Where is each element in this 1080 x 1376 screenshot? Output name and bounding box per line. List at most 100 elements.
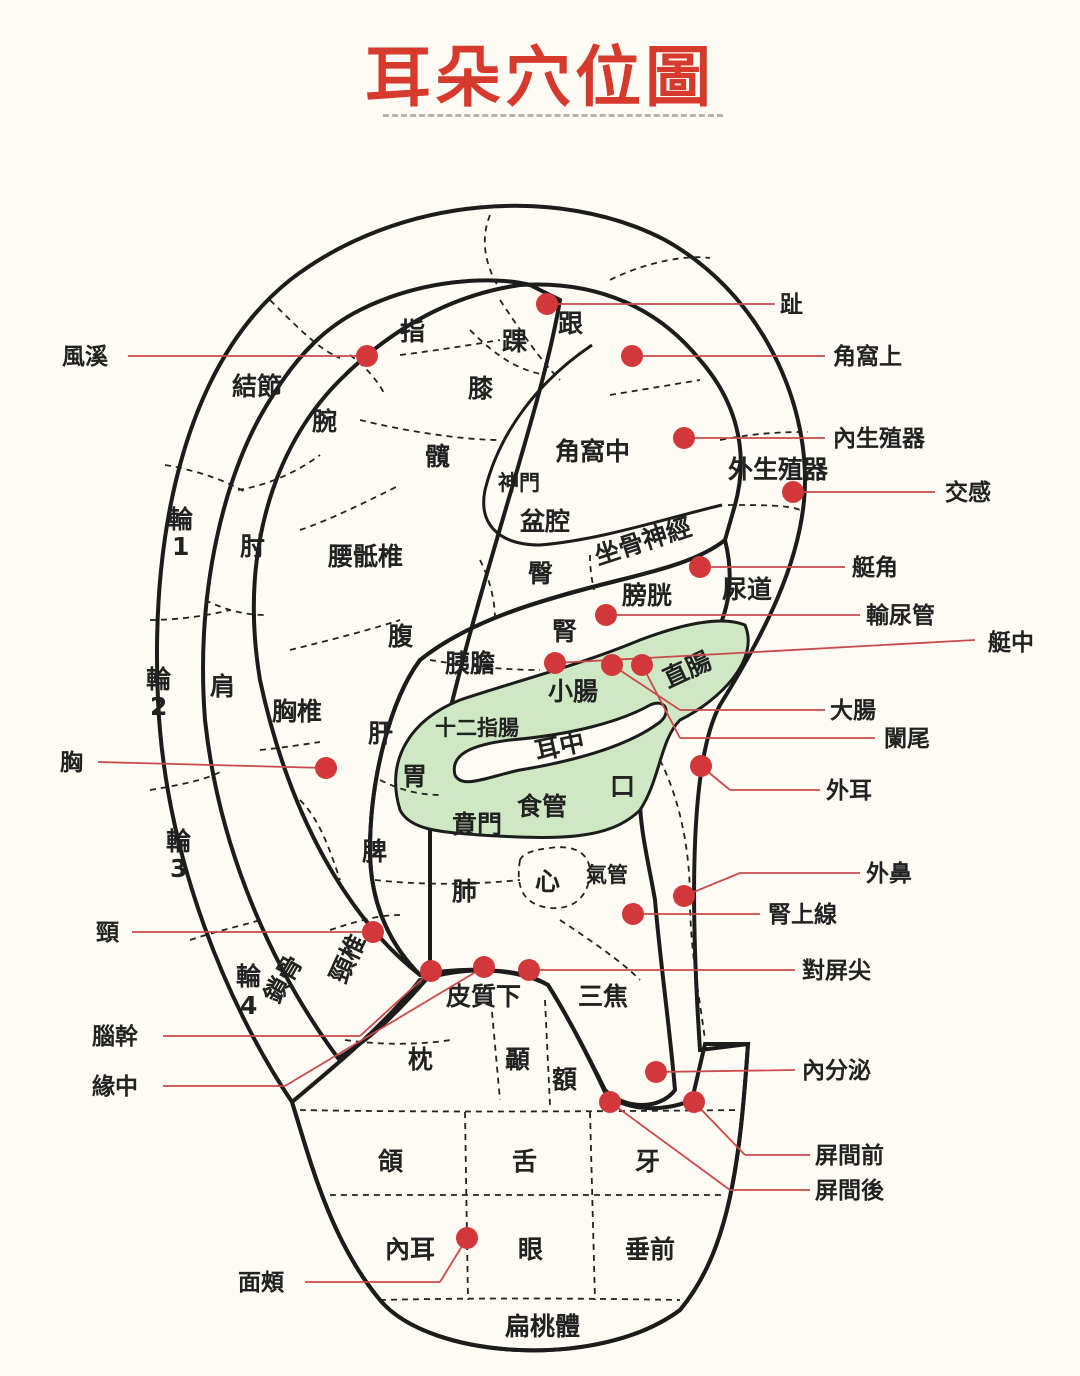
zone-lun4a: 輪 — [236, 962, 262, 991]
zone-lun3a: 輪 — [166, 827, 192, 856]
zone-nie: 顳 — [505, 1045, 530, 1074]
zone-zhen: 枕 — [408, 1045, 433, 1074]
dashed-dividers — [149, 214, 809, 1301]
callout-tingzhong: 艇中 — [988, 629, 1034, 656]
zone-xiaochang: 小腸 — [548, 677, 598, 706]
zone-shenmen: 神門 — [498, 471, 540, 495]
dot-naogan[interactable] — [420, 960, 442, 982]
zone-qiguan: 氣管 — [586, 863, 628, 887]
zone-he: 頜 — [378, 1147, 404, 1176]
dot-xiong[interactable] — [315, 757, 337, 779]
zone-benmen: 賁門 — [452, 810, 502, 839]
zone-lun1b: 1 — [172, 532, 189, 561]
dot-lanwei[interactable] — [631, 654, 653, 676]
callout-pingjianhou: 屏間後 — [815, 1177, 885, 1204]
callout-naogan: 腦幹 — [92, 1023, 139, 1050]
callout-labels: 趾 角窩上 內生殖器 交感 艇角 輸尿管 艇中 大腸 闌尾 外耳 外鼻 腎上線 … — [60, 292, 1034, 1296]
dot-tingzhong[interactable] — [544, 652, 566, 674]
dot-pingjianhou[interactable] — [599, 1091, 621, 1113]
callout-pingjianqian: 屏間前 — [815, 1142, 884, 1169]
callout-jing: 頸 — [96, 920, 120, 946]
zone-jiaowozhong: 角窩中 — [555, 437, 630, 466]
zone-pi: 脾 — [362, 837, 387, 866]
dot-neifenmi[interactable] — [645, 1061, 667, 1083]
zone-neier: 內耳 — [385, 1235, 435, 1264]
dot-neishengzhiqi[interactable] — [673, 427, 695, 449]
zone-she: 舌 — [512, 1147, 537, 1176]
zone-huai: 踝 — [502, 327, 528, 356]
zone-ya: 牙 — [635, 1147, 660, 1176]
dot-waier[interactable] — [690, 755, 712, 777]
triangular-fossa — [482, 343, 723, 547]
zone-shierzhichang: 十二指腸 — [435, 716, 519, 740]
dot-waibi[interactable] — [673, 885, 695, 907]
zone-waishengzhiqi: 外生殖器 — [728, 455, 829, 484]
callout-shenshangxian: 腎上線 — [768, 901, 837, 928]
title-divider — [383, 114, 723, 117]
callout-xiong: 胸 — [60, 749, 83, 776]
dot-pizhixia[interactable] — [473, 956, 495, 978]
zone-chuiqian: 垂前 — [625, 1235, 675, 1264]
callout-tingjiao: 艇角 — [852, 554, 898, 581]
callout-jiaogan: 交感 — [945, 479, 991, 506]
zone-tun: 臀 — [528, 559, 553, 588]
callout-shuniaoguan: 輸尿管 — [866, 602, 935, 629]
zone-zhi: 指 — [400, 317, 425, 346]
zone-gen: 跟 — [558, 309, 583, 338]
dot-dachang[interactable] — [601, 654, 623, 676]
zone-xin: 心 — [535, 867, 560, 896]
callout-waier: 外耳 — [826, 777, 872, 804]
dot-tingjiao[interactable] — [689, 556, 711, 578]
zone-yaodizhui: 腰骶椎 — [327, 542, 403, 571]
zone-xi: 膝 — [468, 374, 494, 403]
concha-green-region — [394, 619, 750, 839]
callout-waibi: 外鼻 — [866, 860, 912, 887]
callout-fengxi: 風溪 — [62, 344, 109, 370]
callout-dachang: 大腸 — [830, 698, 876, 724]
dot-pingjianqian[interactable] — [683, 1091, 705, 1113]
zone-penqiang: 盆腔 — [520, 507, 570, 536]
dot-zhi[interactable] — [536, 293, 558, 315]
dot-mianjia[interactable] — [456, 1227, 478, 1249]
callout-mianjia: 面頰 — [238, 1270, 285, 1296]
zone-yan: 眼 — [518, 1235, 543, 1264]
zone-wan: 腕 — [311, 407, 337, 436]
callout-jiaowoshang: 角窩上 — [833, 343, 902, 370]
zone-jian: 肩 — [210, 672, 235, 701]
zone-lun1a: 輪 — [168, 505, 194, 534]
callout-lanwei: 闌尾 — [884, 726, 930, 752]
zone-lun2b: 2 — [150, 692, 167, 721]
zone-labels: 指 結節 腕 輪 1 肘 輪 2 肩 輪 3 輪 4 鎖骨 踝 跟 膝 髖 腰骶… — [146, 309, 829, 1341]
acupoint-dots — [315, 293, 804, 1249]
zone-sanjiao: 三焦 — [578, 982, 628, 1011]
zone-lun3b: 3 — [170, 854, 187, 883]
callout-yuanzhong: 緣中 — [92, 1073, 138, 1100]
zone-fei: 肺 — [452, 877, 477, 906]
zone-yidan: 胰膽 — [445, 649, 495, 678]
zone-shiguan: 食管 — [517, 792, 567, 821]
callout-neishengzhiqi: 內生殖器 — [833, 426, 926, 452]
page-title: 耳朵穴位圖 — [365, 39, 715, 116]
dot-jing[interactable] — [362, 921, 384, 943]
zone-lun2a: 輪 — [146, 665, 172, 694]
callout-zhi: 趾 — [780, 292, 803, 318]
zone-fu: 腹 — [388, 622, 414, 651]
zone-gan: 肝 — [368, 719, 393, 748]
zone-xiongzhui-1: 胸椎 — [272, 697, 322, 726]
zone-niaodao: 尿道 — [722, 575, 772, 604]
zone-kou: 口 — [610, 772, 635, 801]
callout-duipingjian: 對屏尖 — [802, 958, 871, 984]
zone-jiejie: 結節 — [232, 372, 282, 401]
dot-fengxi[interactable] — [356, 345, 378, 367]
zone-kuan: 髖 — [425, 442, 450, 471]
zone-e: 額 — [552, 1065, 577, 1094]
dot-jiaogan[interactable] — [782, 481, 804, 503]
dot-jiaowoshang[interactable] — [621, 345, 643, 367]
dot-shuniaoguan[interactable] — [595, 604, 617, 626]
dot-shenshangxian[interactable] — [622, 903, 644, 925]
zone-lun4b: 4 — [240, 991, 257, 1020]
zone-shen: 腎 — [552, 617, 577, 646]
zone-pizhixia: 皮質下 — [446, 982, 521, 1011]
dot-duipingjian[interactable] — [518, 959, 540, 981]
